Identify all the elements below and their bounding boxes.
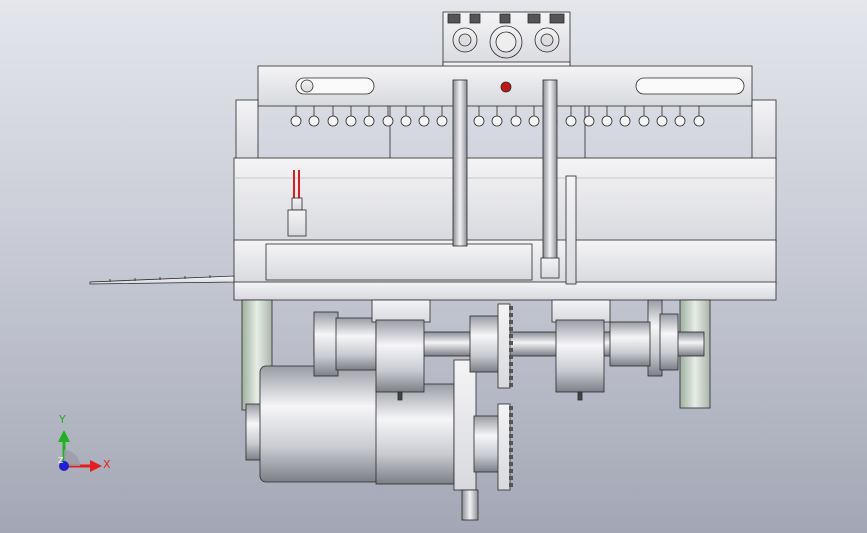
- sprocket-tooth: [509, 383, 513, 387]
- sprocket-tooth: [509, 413, 513, 417]
- sprocket-tooth: [509, 355, 513, 359]
- upper-guide-plate[interactable]: [257, 65, 753, 107]
- x-arrow-head-icon: [90, 460, 102, 472]
- sprocket-tooth: [509, 369, 513, 373]
- nozzle: [491, 115, 503, 127]
- sprocket-tooth: [509, 427, 513, 431]
- sprocket-tooth: [509, 313, 513, 317]
- nozzle: [638, 115, 650, 127]
- y-arrow-head-icon: [58, 430, 70, 442]
- guide-rod-left[interactable]: [452, 79, 468, 247]
- sprocket-tooth: [509, 376, 513, 380]
- nozzle: [418, 115, 430, 127]
- y-axis-label: Y: [59, 413, 66, 426]
- nozzle: [327, 115, 339, 127]
- nozzle: [290, 115, 302, 127]
- nozzle: [436, 115, 448, 127]
- sprocket-tooth: [509, 406, 513, 410]
- proximity-sensor[interactable]: [287, 170, 307, 237]
- lower-sprocket[interactable]: [473, 403, 511, 491]
- sprocket-tooth: [509, 320, 513, 324]
- nozzle: [510, 115, 522, 127]
- sprocket-tooth: [509, 362, 513, 366]
- indicator-light: [500, 81, 512, 93]
- sprocket-tooth: [509, 420, 513, 424]
- guide-rod-right[interactable]: [542, 79, 558, 277]
- nozzle: [565, 115, 577, 127]
- bearing-housing-right[interactable]: [551, 299, 611, 401]
- gear-motor[interactable]: [245, 359, 479, 521]
- nozzle: [674, 115, 686, 127]
- sprocket-tooth: [509, 483, 513, 487]
- coordinate-triad: [58, 430, 102, 472]
- conveyor-tray[interactable]: [89, 275, 235, 285]
- coupling-right[interactable]: [609, 321, 651, 367]
- nozzle: [656, 115, 668, 127]
- x-axis-label: X: [103, 458, 111, 471]
- nozzle-row: [290, 106, 705, 127]
- nozzle: [345, 115, 357, 127]
- sprocket-tooth: [509, 462, 513, 466]
- nozzle: [308, 115, 320, 127]
- sprocket-tooth: [509, 455, 513, 459]
- sprocket-tooth: [509, 306, 513, 310]
- nozzle: [363, 115, 375, 127]
- side-plate[interactable]: [565, 175, 577, 285]
- coupling-left[interactable]: [313, 311, 339, 377]
- sprocket-tooth: [509, 476, 513, 480]
- nozzle: [619, 115, 631, 127]
- upper-sprocket[interactable]: [469, 303, 511, 389]
- nozzle: [528, 115, 540, 127]
- main-housing[interactable]: [233, 157, 777, 301]
- nozzle: [583, 115, 595, 127]
- sprocket-tooth: [509, 448, 513, 452]
- sprocket-tooth: [509, 441, 513, 445]
- nozzle: [693, 115, 705, 127]
- sprocket-tooth: [509, 434, 513, 438]
- sprocket-tooth: [509, 348, 513, 352]
- top-cylinder-block[interactable]: [442, 11, 571, 81]
- sprocket-tooth: [509, 334, 513, 338]
- nozzle: [382, 115, 394, 127]
- nozzle: [601, 115, 613, 127]
- nozzle: [400, 115, 412, 127]
- sprocket-tooth: [509, 469, 513, 473]
- sprocket-tooth: [509, 327, 513, 331]
- bearing-housing-left[interactable]: [371, 299, 431, 401]
- sprocket-tooth: [509, 341, 513, 345]
- nozzle: [473, 115, 485, 127]
- z-axis-dot-icon: [59, 461, 69, 471]
- z-axis-label: Z: [58, 456, 64, 465]
